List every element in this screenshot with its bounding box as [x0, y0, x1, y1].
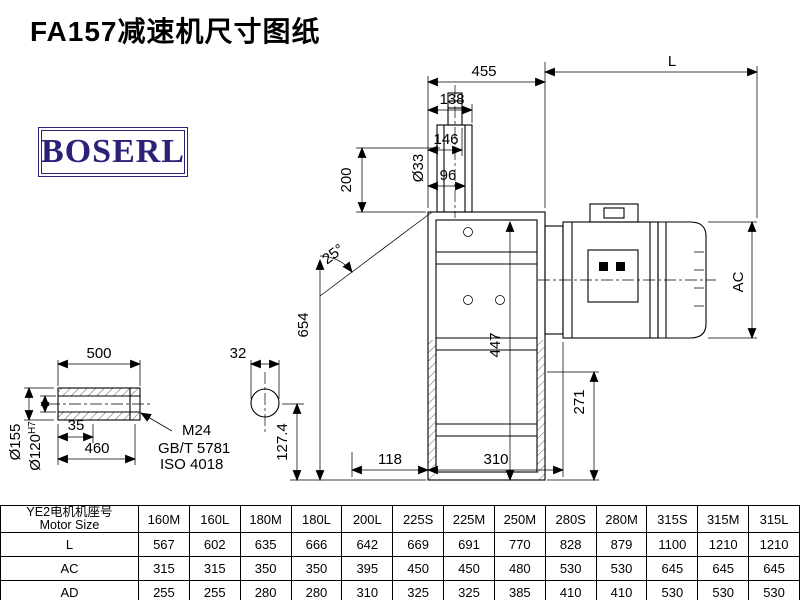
size-col-250M: 250M: [493, 504, 546, 534]
value-cell: 315: [188, 556, 241, 582]
dim-label-35: 35: [68, 417, 85, 434]
value-cell: 1210: [748, 532, 800, 558]
page-title: FA157减速机尺寸图纸: [30, 16, 321, 47]
value-cell: 410: [544, 580, 597, 600]
dim-label-138: 138: [439, 91, 464, 108]
dim-label-455: 455: [471, 63, 496, 80]
row-label-AC: AC: [0, 556, 139, 582]
value-cell: 450: [392, 556, 445, 582]
shaft-side-view: 500 35 460 Ø155 Ø120H7 M24 GB/T 5781 ISO…: [7, 345, 230, 473]
value-cell: 645: [697, 556, 750, 582]
value-cell: 325: [443, 580, 495, 600]
value-cell: 315: [138, 556, 190, 582]
size-col-280S: 280S: [544, 504, 597, 534]
value-cell: 410: [595, 580, 648, 600]
terminal-box: [589, 203, 639, 223]
dim-label-AC: AC: [730, 271, 747, 292]
size-col-315M: 315M: [697, 504, 750, 534]
size-col-225S: 225S: [392, 504, 445, 534]
value-cell: 770: [493, 532, 546, 558]
dim-label-32: 32: [230, 345, 247, 362]
size-col-315S: 315S: [646, 504, 699, 534]
value-cell: 879: [595, 532, 648, 558]
dim-label-25deg: 25°: [319, 241, 347, 268]
value-cell: 325: [392, 580, 445, 600]
value-cell: 642: [341, 532, 394, 558]
dim-label-460: 460: [84, 440, 109, 457]
size-col-315L: 315L: [748, 504, 800, 534]
value-cell: 602: [188, 532, 241, 558]
dim-label-271: 271: [571, 389, 588, 414]
motor-view: [538, 203, 716, 339]
size-col-160M: 160M: [138, 504, 190, 534]
dim-label-dia33: Ø33: [410, 154, 427, 182]
value-cell: 310: [341, 580, 394, 600]
row-label-AD: AD: [0, 580, 139, 600]
value-cell: 645: [748, 556, 800, 582]
motor-nameplate: [587, 249, 639, 303]
value-cell: 1210: [697, 532, 750, 558]
size-col-180L: 180L: [290, 504, 343, 534]
technical-drawing: 500 35 460 Ø155 Ø120H7 M24 GB/T 5781 ISO…: [7, 53, 759, 482]
dim-label-447: 447: [487, 332, 504, 357]
row-label-L: L: [0, 532, 139, 558]
size-col-160L: 160L: [188, 504, 241, 534]
dim-label-L: L: [668, 53, 676, 70]
bolt-hole: [463, 227, 473, 237]
value-cell: 666: [290, 532, 343, 558]
bolt-hole: [463, 295, 473, 305]
value-cell: 255: [138, 580, 190, 600]
dim-label-96: 96: [440, 167, 457, 184]
value-cell: 395: [341, 556, 394, 582]
dim-label-dia120: Ø120H7: [27, 421, 44, 471]
dim-label-310: 310: [483, 451, 508, 468]
value-cell: 669: [392, 532, 445, 558]
value-cell: 828: [544, 532, 597, 558]
brand-logo-box: BOSERL: [38, 127, 188, 177]
size-col-225M: 225M: [443, 504, 495, 534]
value-cell: 350: [290, 556, 343, 582]
value-cell: 645: [646, 556, 699, 582]
fan-cowl: [657, 221, 707, 339]
callout-gbt5781: GB/T 5781: [158, 440, 230, 457]
value-cell: 530: [697, 580, 750, 600]
main-dimensions: 455 L 138 146 96 Ø33 200: [274, 53, 759, 482]
value-cell: 691: [443, 532, 495, 558]
value-cell: 567: [138, 532, 190, 558]
value-cell: 635: [239, 532, 292, 558]
size-col-200L: 200L: [341, 504, 394, 534]
callout-m24: M24: [182, 422, 211, 439]
size-col-180M: 180M: [239, 504, 292, 534]
size-col-280M: 280M: [595, 504, 648, 534]
dim-label-dia155: Ø155: [7, 424, 24, 461]
dim-label-500: 500: [86, 345, 111, 362]
value-cell: 280: [290, 580, 343, 600]
value-cell: 255: [188, 580, 241, 600]
value-cell: 450: [443, 556, 495, 582]
value-cell: 530: [748, 580, 800, 600]
value-cell: 530: [595, 556, 648, 582]
dim-label-200: 200: [338, 167, 355, 192]
dim-label-127-4: 127.4: [274, 423, 291, 461]
shaft-section-view: 32: [230, 345, 281, 434]
value-cell: 1100: [646, 532, 699, 558]
value-cell: 385: [493, 580, 546, 600]
dim-label-146: 146: [433, 131, 458, 148]
brand-logo-text: BOSERL: [41, 133, 185, 170]
callout-iso4018: ISO 4018: [160, 456, 223, 473]
value-cell: 350: [239, 556, 292, 582]
value-cell: 530: [544, 556, 597, 582]
dim-label-654: 654: [295, 312, 312, 337]
value-cell: 480: [493, 556, 546, 582]
value-cell: 280: [239, 580, 292, 600]
bolt-hole: [495, 295, 505, 305]
value-cell: 530: [646, 580, 699, 600]
dim-label-118: 118: [378, 451, 402, 468]
